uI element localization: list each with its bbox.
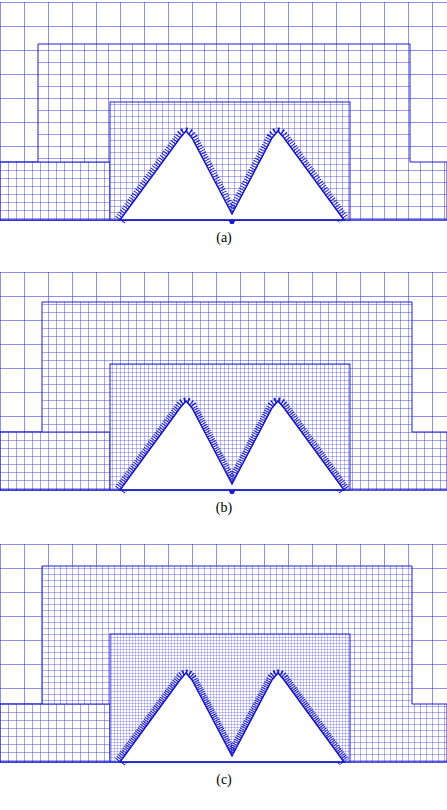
mesh-panel [0,2,447,224]
mesh-panel [0,544,447,766]
panel-label: (c) [216,772,232,789]
panel-label: (a) [216,230,232,247]
panel-label: (b) [216,500,232,517]
mesh-panel [0,272,447,494]
